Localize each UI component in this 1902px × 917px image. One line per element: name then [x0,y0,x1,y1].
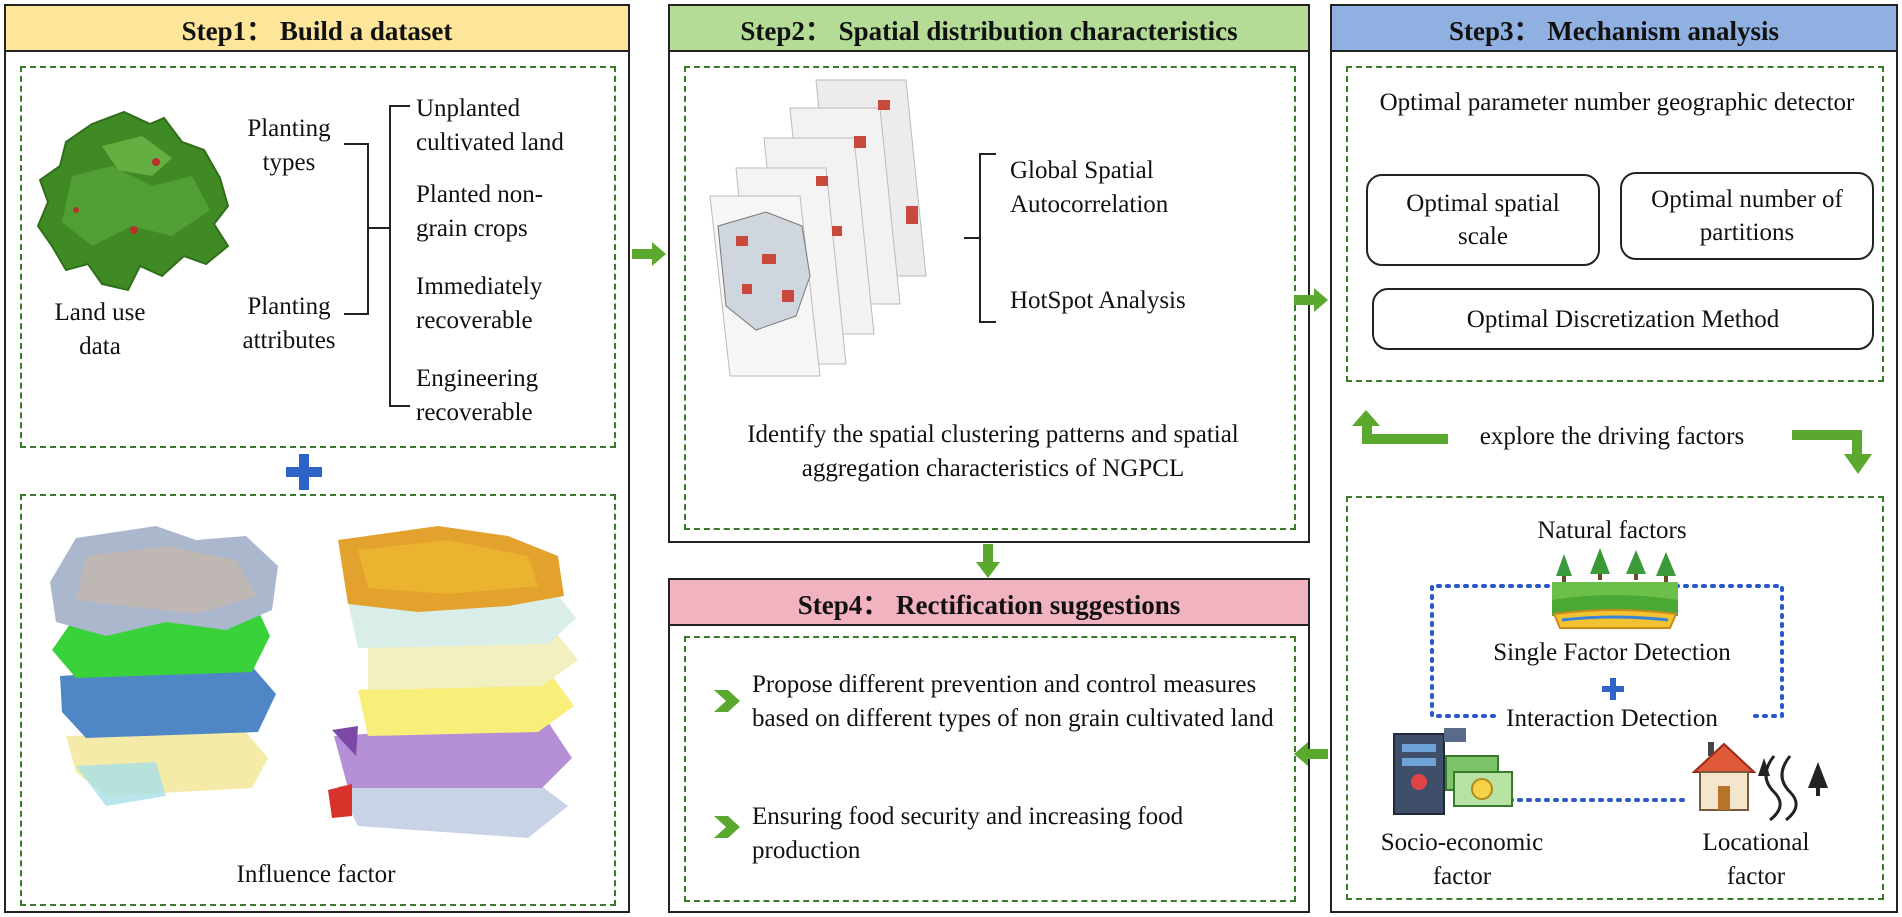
arrow-right-2 [1294,288,1328,312]
explore-arrow-left [1352,410,1448,444]
step2-description: Identify the spatial clustering patterns… [747,421,1239,482]
land-use-label: Land use data [54,299,146,360]
chevron-icon [714,816,740,838]
plus-icon [286,454,322,490]
step1-header: Step1： Build a dataset [6,6,628,52]
influence-map-left [50,526,278,806]
socio-economic-icon [1393,728,1513,815]
factor-links [1430,584,1784,802]
suggestion-box [684,636,1296,902]
hotspot-maps [709,79,927,377]
natural-landscape-icon [1552,548,1678,629]
step2-bracket [964,153,996,323]
step3-title: Step3： Mechanism analysis [1448,15,1780,46]
natural-label: Natural factors [1537,517,1687,544]
plus-small-icon [1602,678,1624,700]
land-use-map [36,110,230,292]
step1-bracket [344,105,410,407]
step3-panel: Step3： Mechanism analysis Optimal parame… [1330,4,1898,913]
influence-label: Influence factor [236,861,396,888]
socio-label: Socio-economic factor [1380,829,1544,890]
planting-attributes-label: Planting attributes [242,293,336,354]
item-unplanted: Unplanted cultivated land [416,95,564,156]
box-partitions: Optimal number of partitions [1620,172,1874,260]
dataset-box [20,66,616,448]
single-detection-label: Single Factor Detection [1493,639,1731,666]
step1-title: Step1： Build a dataset [181,15,453,46]
arrow-left [1294,742,1328,766]
detector-box [1346,66,1884,382]
box-discretization: Optimal Discretization Method [1372,288,1874,350]
method-global: Global Spatial Autocorrelation [1010,157,1169,218]
box-spatial-scale: Optimal spatial scale [1366,174,1600,266]
method-hotspot: HotSpot Analysis [1010,287,1186,314]
item-immediately: Immediately recoverable [416,273,543,334]
house-location-icon [1691,742,1828,822]
influence-box [20,494,616,906]
step2-header: Step2： Spatial distribution characterist… [670,6,1308,52]
step2-title: Step2： Spatial distribution characterist… [740,15,1238,46]
factors-box [1346,496,1884,900]
explore-arrow-right [1792,430,1872,474]
step3-header: Step3： Mechanism analysis [1332,6,1896,52]
item-engineering: Engineering recoverable [416,365,539,426]
influence-map-right [328,526,578,838]
step2-panel: Step2： Spatial distribution characterist… [668,4,1310,543]
chevron-icon [714,690,740,712]
step4-header: Step4： Rectification suggestions [670,580,1308,626]
step1-panel: Step1： Build a dataset Land use data Pla… [4,4,630,913]
step4-title: Step4： Rectification suggestions [797,589,1181,620]
arrow-down [976,544,1000,578]
arrow-right-1 [632,242,666,266]
item-planted-non-grain: Planted non-grain crops [416,181,544,242]
suggestion-2: Ensuring food security and increasing fo… [752,803,1184,864]
interaction-detection-label: Interaction Detection [1506,705,1718,732]
explore-label: explore the driving factors [1479,423,1745,450]
suggestion-1: Propose different prevention and control… [752,671,1274,732]
detector-title: Optimal parameter number geographic dete… [1379,89,1855,116]
locational-label: Locational factor [1702,829,1810,890]
step4-panel: Step4： Rectification suggestions Propose… [668,578,1310,913]
planting-types-label: Planting types [247,115,331,176]
